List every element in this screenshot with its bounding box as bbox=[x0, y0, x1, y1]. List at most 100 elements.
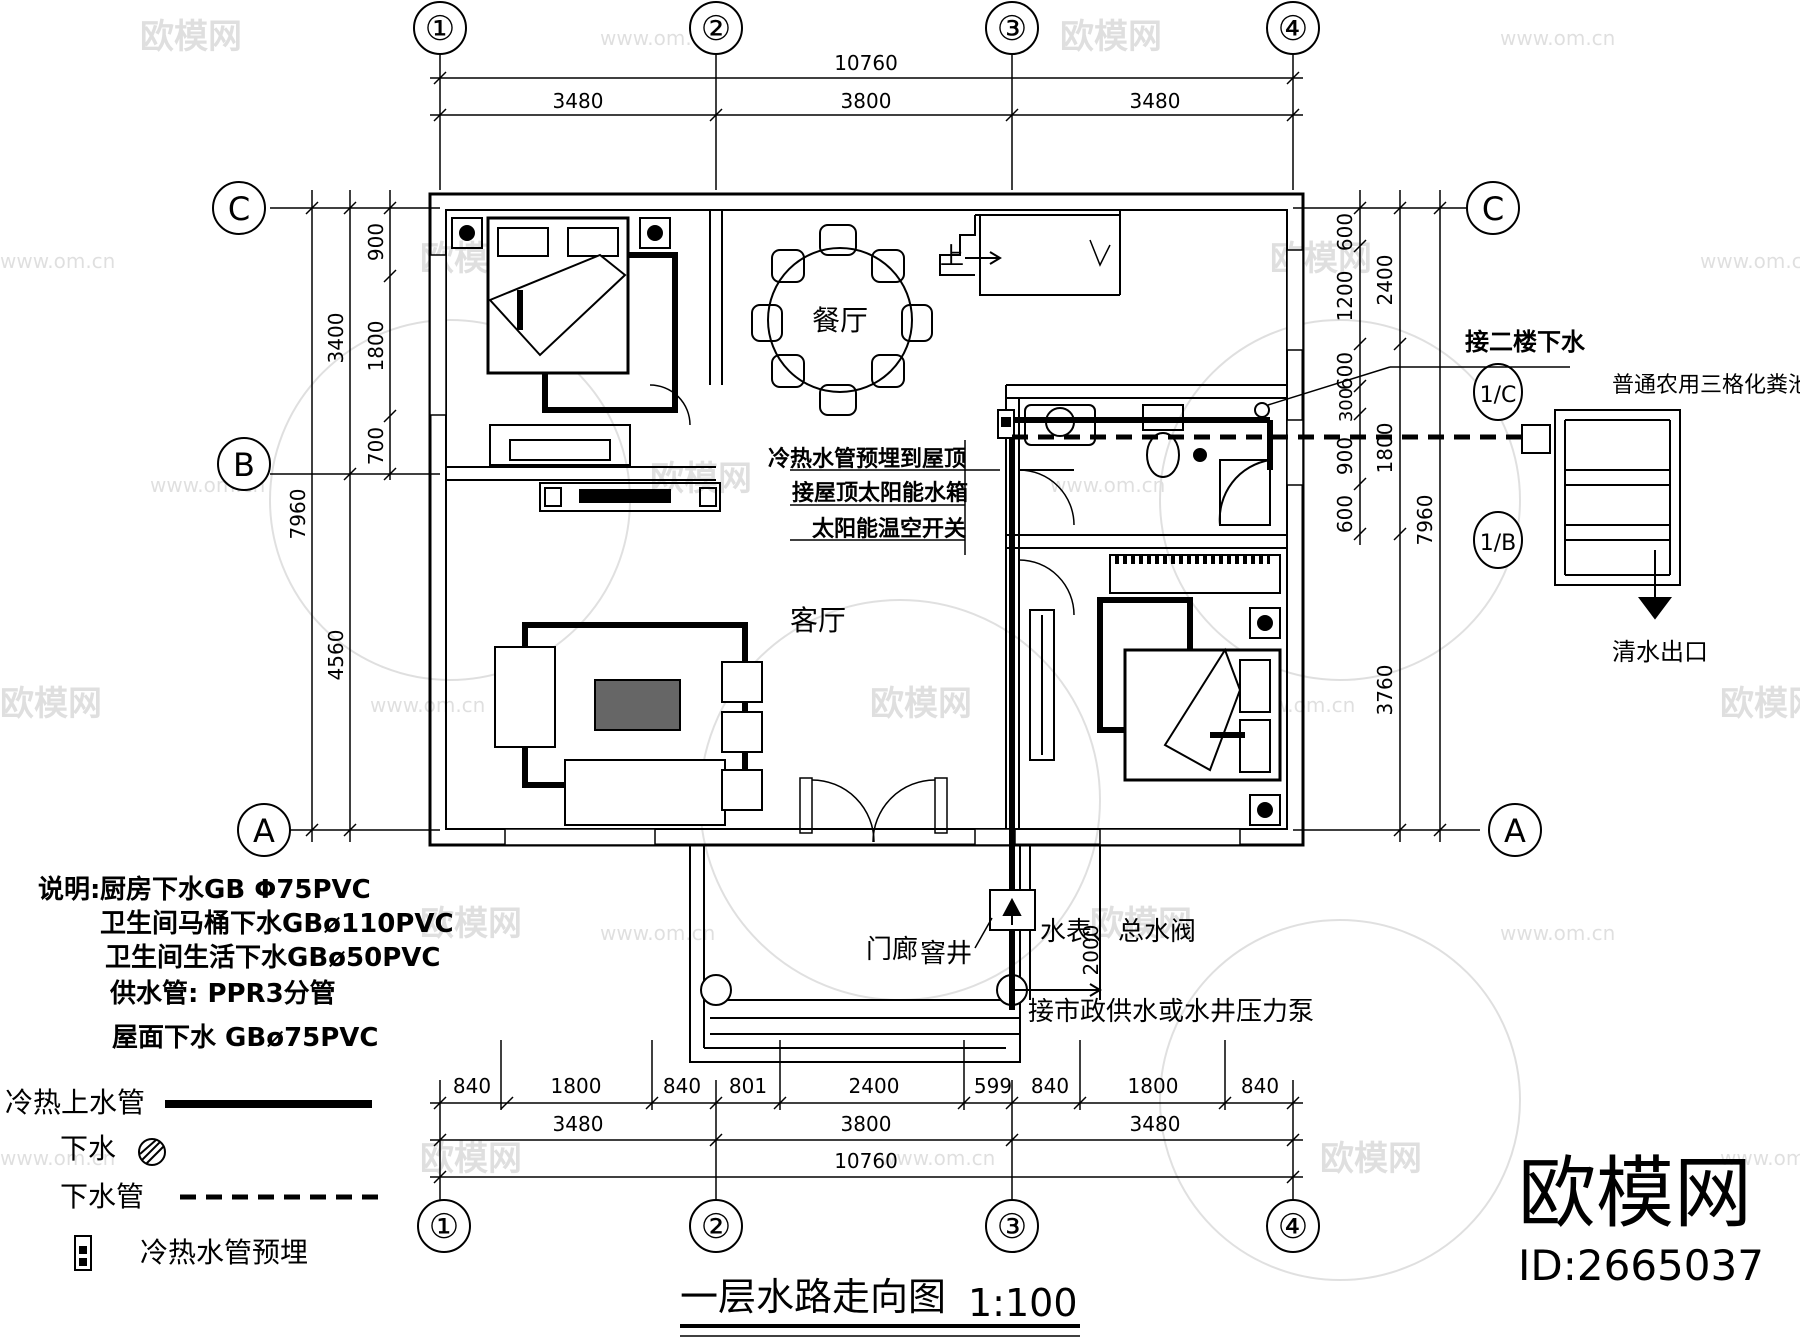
dim-right-600c: 600 bbox=[1333, 495, 1357, 533]
stair bbox=[939, 210, 1121, 296]
watermark-url: www.om.cn bbox=[880, 1146, 995, 1170]
axis-lines bbox=[270, 55, 1480, 1205]
dim-bottom-9: 840 bbox=[1241, 1074, 1279, 1098]
dim-bottom-2: 1800 bbox=[551, 1074, 602, 1098]
bottom-dimensions bbox=[430, 1040, 1303, 1184]
detail-mark-1c: 1/C bbox=[1480, 383, 1517, 408]
watermark-text: 欧模网 bbox=[420, 904, 522, 944]
watermark-url: www.om.cn bbox=[1500, 921, 1615, 945]
axis-label-4: ④ bbox=[1278, 9, 1308, 49]
watermark-text: 欧模网 bbox=[420, 1139, 522, 1179]
dim-left-1800: 1800 bbox=[364, 321, 388, 372]
dim-bottom-span-2: 3800 bbox=[841, 1112, 892, 1136]
legend-drain-point-label: 下水 bbox=[60, 1132, 116, 1165]
spec-line-2: 卫生间马桶下水GBø110PVC bbox=[100, 908, 454, 939]
dim-bottom-5: 2400 bbox=[849, 1074, 900, 1098]
brand-logo-text: 欧模网 bbox=[1518, 1149, 1752, 1239]
drawing-scale: 1:100 bbox=[968, 1281, 1078, 1325]
watermark-text: 欧模网 bbox=[1090, 904, 1192, 944]
watermark-text: 欧模网 bbox=[0, 684, 102, 724]
drain-point-icon bbox=[138, 1138, 166, 1166]
spec-line-3: 卫生间生活下水GBø50PVC bbox=[105, 943, 440, 973]
brand-id: ID:2665037 bbox=[1518, 1241, 1764, 1290]
dim-top-span-3: 3480 bbox=[1130, 89, 1181, 113]
tv-console bbox=[539, 482, 721, 512]
axis-label-3: ③ bbox=[997, 9, 1027, 49]
legend: 冷热上水管 下水 下水管 冷热水管预埋 bbox=[5, 1086, 385, 1271]
dim-bottom-7: 840 bbox=[1031, 1074, 1069, 1098]
axis-label-1: ① bbox=[425, 9, 455, 49]
dim-left-4560: 4560 bbox=[324, 630, 348, 681]
spec-line-5: 屋面下水 GBø75PVC bbox=[112, 1023, 379, 1053]
spec-line-1: 厨房下水GB Φ75PVC bbox=[100, 875, 371, 905]
dining-table bbox=[751, 224, 933, 416]
watermark-text: 欧模网 bbox=[1060, 17, 1162, 57]
watermark-url: www.om.cn bbox=[600, 921, 715, 945]
dim-right-900: 900 bbox=[1333, 437, 1357, 475]
drain-point-icon bbox=[1254, 402, 1270, 418]
dim-top-span-1: 3480 bbox=[553, 89, 604, 113]
drawing-title: 一层水路走向图 bbox=[680, 1275, 946, 1319]
dim-left-3400: 3400 bbox=[324, 313, 348, 364]
room-label-porch: 门廊 bbox=[866, 935, 918, 965]
dim-right-3760: 3760 bbox=[1373, 665, 1397, 716]
windows bbox=[429, 249, 1304, 846]
watermark-url: www.om.cn bbox=[1500, 26, 1615, 50]
axis-label-b: B bbox=[233, 446, 255, 484]
watermark-text: 欧模网 bbox=[870, 684, 972, 724]
dim-bottom-4: 801 bbox=[729, 1074, 767, 1098]
meter-label: 水表、总水阀 bbox=[1040, 917, 1196, 947]
left-dimensions bbox=[305, 190, 397, 842]
note-solar-switch: 太阳能温空开关 bbox=[812, 516, 966, 542]
axis-label-a: A bbox=[253, 812, 275, 850]
watermark-text: 欧模网 bbox=[1720, 684, 1800, 724]
preburied-marker bbox=[997, 409, 1015, 439]
entry-door bbox=[799, 777, 948, 843]
dim-left-700: 700 bbox=[364, 427, 388, 465]
dim-top-span-2: 3800 bbox=[841, 89, 892, 113]
axis-label-c: C bbox=[228, 190, 250, 228]
dim-top-total: 10760 bbox=[834, 51, 898, 75]
watermarks: 欧模网 欧模网 欧模网 欧模网 欧模网 欧模网 欧模网 欧模网 欧模网 欧模网 … bbox=[0, 17, 1800, 1281]
axis-label-4: ④ bbox=[1278, 1207, 1308, 1247]
watermark-text: 欧模网 bbox=[1320, 1139, 1422, 1179]
axis-label-2: ② bbox=[701, 1207, 731, 1247]
dim-right-total: 7960 bbox=[1413, 495, 1437, 546]
note-clear-out: 清水出口 bbox=[1612, 638, 1708, 666]
watermark-url: www.om.cn bbox=[0, 1146, 115, 1170]
watermark-url: www.om.cn bbox=[0, 249, 115, 273]
note-roof-pipe: 冷热水管预埋到屋顶 bbox=[768, 446, 966, 472]
axis-label-1: ① bbox=[429, 1207, 459, 1247]
dim-bottom-8: 1800 bbox=[1128, 1074, 1179, 1098]
axis-label-2: ② bbox=[701, 9, 731, 49]
note-septic: 普通农用三格化粪池 bbox=[1612, 373, 1800, 398]
dim-left-total: 7960 bbox=[286, 489, 310, 540]
legend-preburied-label: 冷热水管预埋 bbox=[140, 1236, 308, 1269]
note-solar-tank: 接屋顶太阳能水箱 bbox=[792, 480, 968, 506]
detail-mark-1b: 1/B bbox=[1480, 531, 1517, 556]
spec-label: 说明: bbox=[38, 875, 100, 905]
top-dimensions bbox=[430, 71, 1303, 122]
room-label-living: 客厅 bbox=[790, 604, 846, 637]
bedroom-2 bbox=[1018, 554, 1282, 826]
septic-tank bbox=[1521, 409, 1681, 620]
dim-right-1800: 1800 bbox=[1373, 423, 1397, 474]
dim-right-300: 300 bbox=[1336, 388, 1357, 422]
dim-bottom-total: 10760 bbox=[834, 1149, 898, 1173]
bedroom-1 bbox=[451, 216, 691, 466]
axis-label-a: A bbox=[1504, 812, 1526, 850]
roof-note-leaders bbox=[790, 440, 1000, 555]
building-walls bbox=[428, 192, 1305, 847]
dim-left-900: 900 bbox=[364, 223, 388, 261]
dim-bottom-span-1: 3480 bbox=[553, 1112, 604, 1136]
dim-bottom-1: 840 bbox=[453, 1074, 491, 1098]
watermark-url: www.om.cn bbox=[1720, 1146, 1800, 1170]
legend-supply-label: 冷热上水管 bbox=[5, 1086, 145, 1119]
dim-right-600: 600 bbox=[1333, 213, 1357, 251]
stair-up-label: 上 bbox=[940, 242, 964, 270]
axis-label-c: C bbox=[1482, 190, 1504, 228]
legend-drain-pipe-label: 下水管 bbox=[60, 1180, 144, 1213]
right-dimensions bbox=[1353, 190, 1447, 842]
watermark-url: www.om.cn bbox=[370, 693, 485, 717]
